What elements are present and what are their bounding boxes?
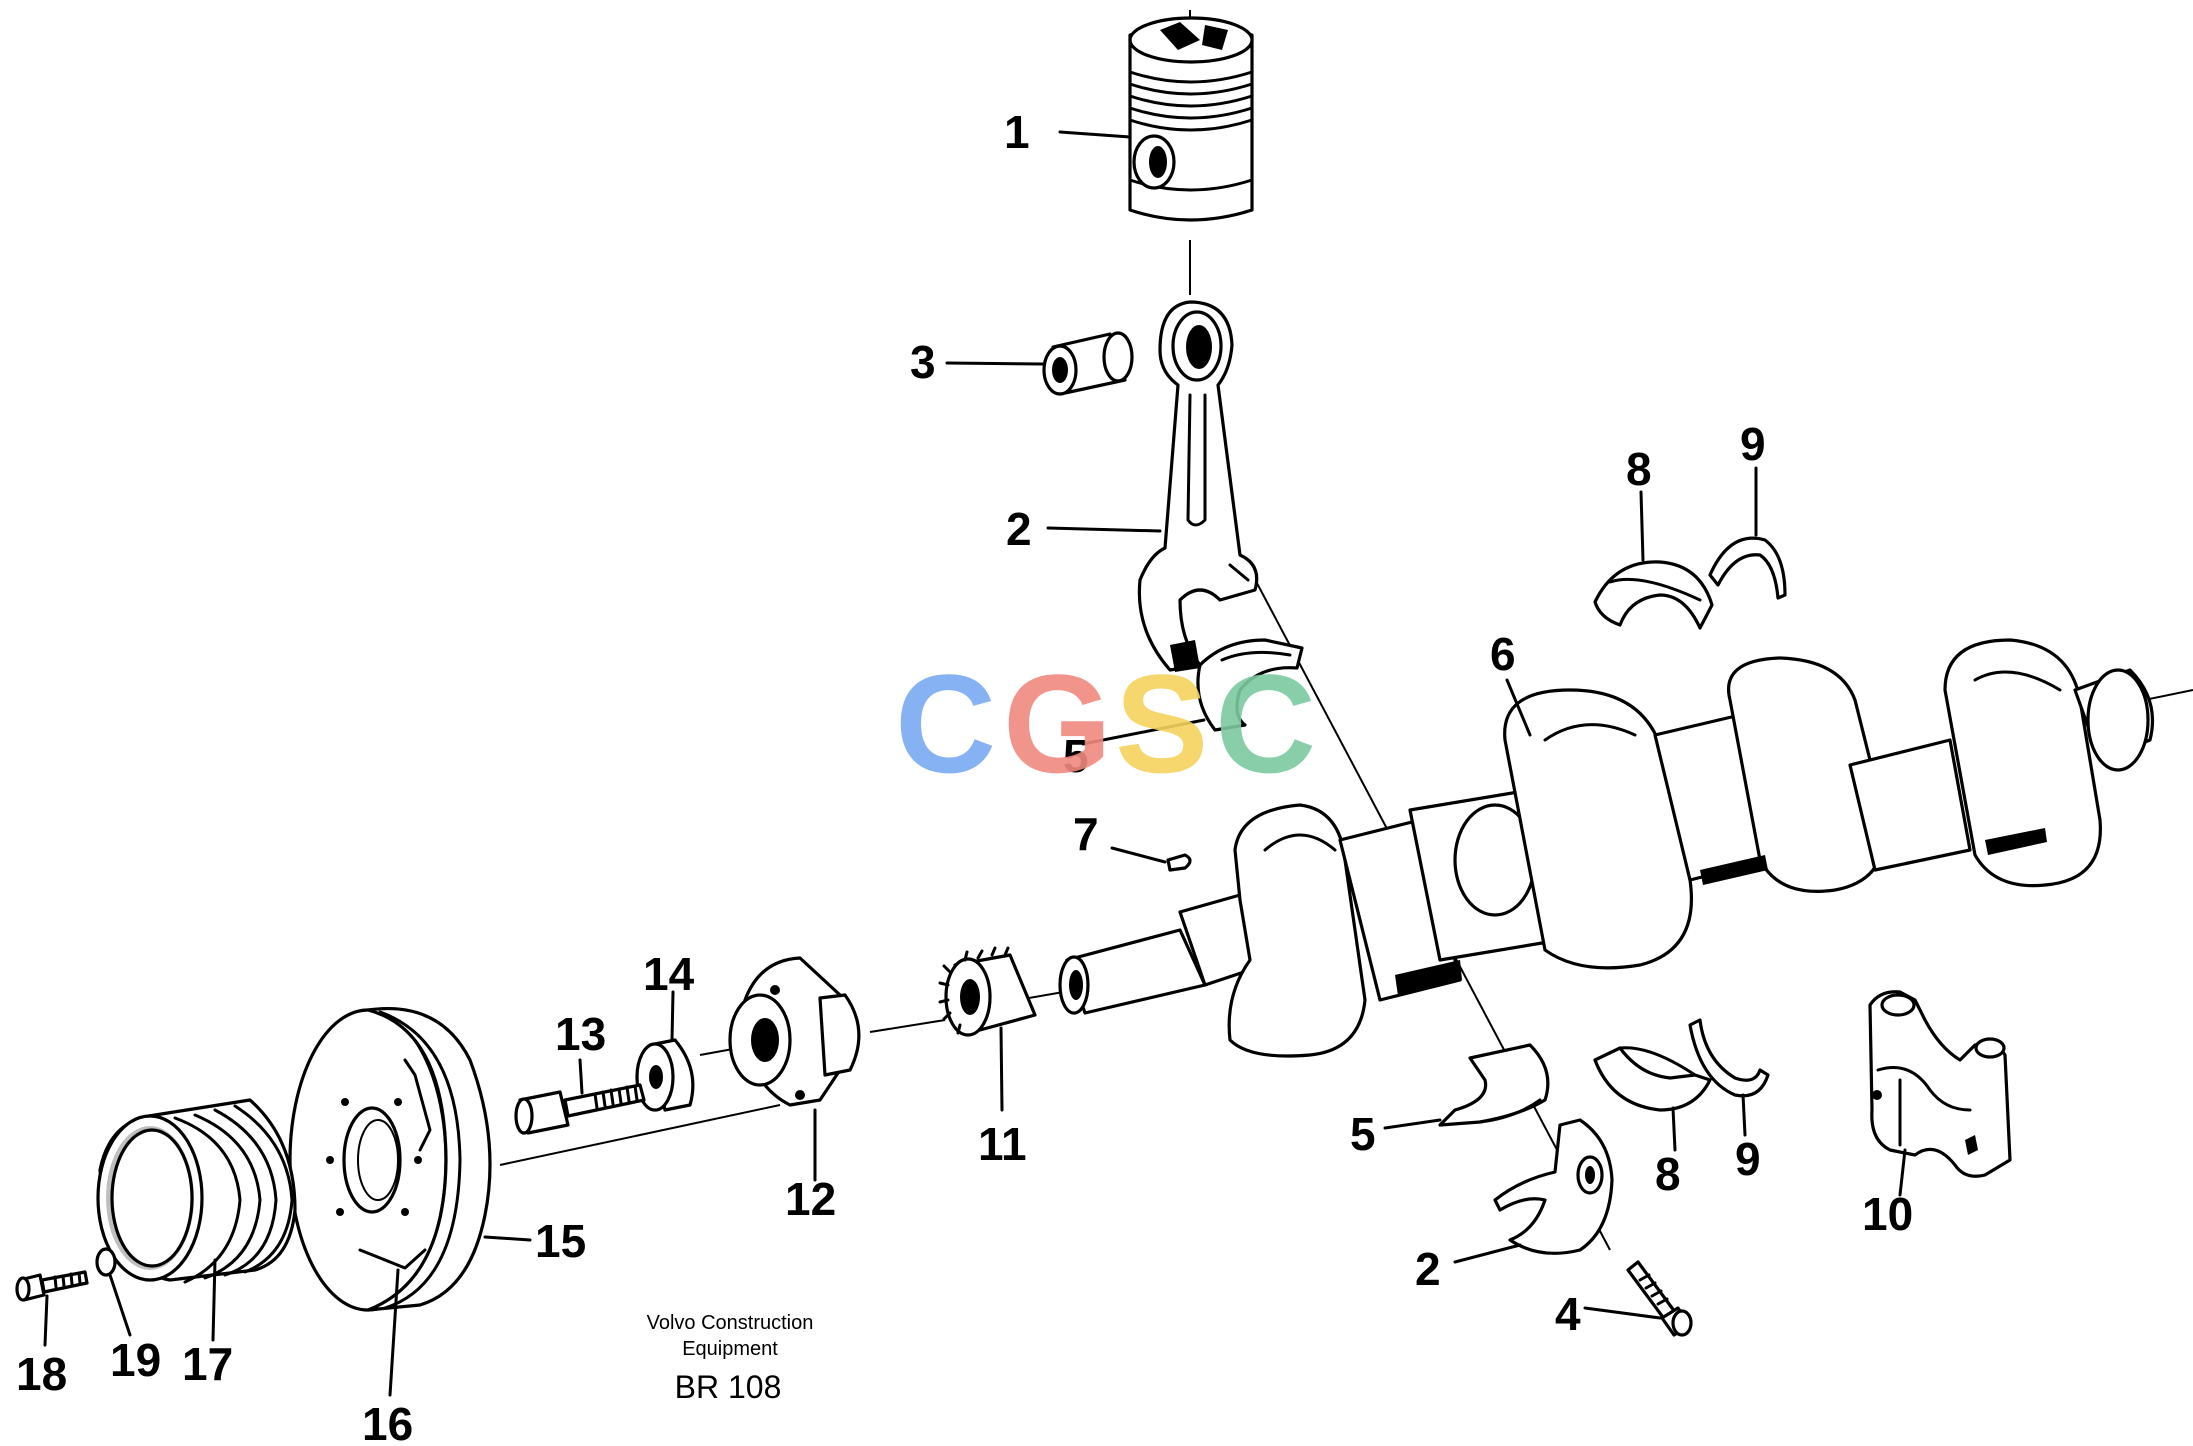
callout-10: 10 (1862, 1188, 1913, 1240)
main-bearing-cap: 10 (1862, 990, 2012, 1240)
connecting-rod: 2 (1006, 300, 1259, 672)
washer: 14 (635, 948, 695, 1112)
connecting-rod-cap: 2 (1415, 1118, 1614, 1295)
callout-13: 13 (555, 1008, 606, 1060)
callout-14: 14 (643, 948, 695, 1000)
callout-4: 4 (1555, 1288, 1581, 1340)
main-bearing-upper: 8 (1593, 443, 1714, 630)
watermark-letter-g: G (1003, 645, 1112, 802)
callout-12: 12 (785, 1173, 836, 1225)
bearing-shell-upper: 5 (1063, 638, 1304, 782)
callout-9-lower: 9 (1735, 1133, 1761, 1185)
watermark-letter-s: S (1115, 645, 1208, 802)
thrust-washer-lower: 9 (1688, 1018, 1770, 1185)
callout-8-lower: 8 (1655, 1148, 1681, 1200)
caption-code: BR 108 (675, 1369, 782, 1405)
hub: 12 (728, 956, 861, 1225)
damper-mark-leader: 16 (362, 1268, 413, 1446)
callout-5-upper: 5 (1063, 730, 1089, 782)
callout-2-rod: 2 (1006, 503, 1032, 555)
callout-8-upper: 8 (1626, 443, 1652, 495)
piston-pin-bushing: 3 (910, 331, 1134, 396)
hub-bolt: 13 (514, 1008, 646, 1135)
pulley-washer: 19 (95, 1247, 161, 1386)
pulley: 17 (96, 1098, 297, 1390)
callout-9-upper: 9 (1740, 418, 1766, 470)
callout-19: 19 (110, 1334, 161, 1386)
callout-15: 15 (535, 1215, 586, 1267)
callout-3: 3 (910, 336, 936, 388)
callout-16: 16 (362, 1398, 413, 1446)
callout-1: 1 (1004, 106, 1030, 158)
callout-2-cap: 2 (1415, 1243, 1441, 1295)
pulley-screw: 18 (15, 1270, 89, 1400)
caption-line-1: Volvo Construction (647, 1312, 814, 1334)
callout-5-lower: 5 (1350, 1108, 1376, 1160)
watermark-letter-c2: C (1215, 645, 1316, 802)
callout-11: 11 (978, 1118, 1027, 1170)
crankshaft: 6 (1058, 628, 2155, 1058)
watermark-letter-c1: C (895, 645, 996, 802)
callout-6: 6 (1490, 628, 1516, 680)
piston: 1 (1004, 16, 1254, 222)
callout-17: 17 (182, 1338, 233, 1390)
vibration-damper: 15 (288, 1007, 586, 1312)
caption-block: Volvo Construction Equipment BR 108 (647, 1312, 814, 1405)
callout-18: 18 (16, 1348, 67, 1400)
bolt: 4 (1555, 1260, 1693, 1340)
callout-7: 7 (1073, 808, 1099, 860)
key: 7 (1073, 808, 1192, 872)
crankshaft-gear: 11 (938, 946, 1037, 1170)
main-bearing-lower: 8 (1593, 1046, 1712, 1200)
thrust-washer-upper: 9 (1708, 418, 1787, 600)
bearing-shell-lower: 5 (1350, 1043, 1550, 1160)
caption-line-2: Equipment (682, 1338, 778, 1360)
cgsc-watermark: C G S C (895, 645, 1316, 802)
